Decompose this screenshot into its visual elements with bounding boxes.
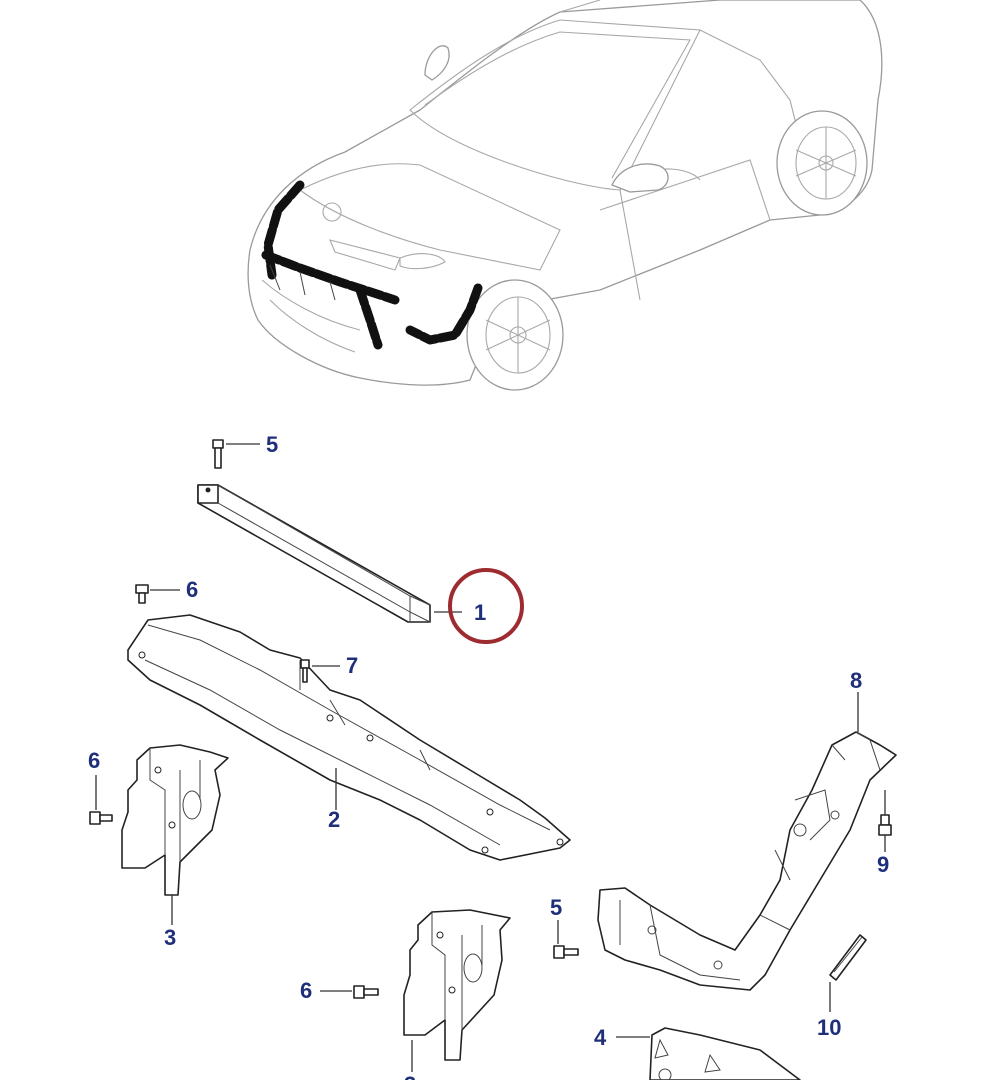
part-8-side-frame[interactable] bbox=[597, 731, 897, 991]
callout-3-left[interactable]: 3 bbox=[164, 925, 176, 950]
callout-4[interactable]: 4 bbox=[594, 1025, 607, 1050]
part-7-stud[interactable] bbox=[300, 659, 310, 683]
callout-8[interactable]: 8 bbox=[850, 668, 862, 693]
callout-6-right[interactable]: 6 bbox=[300, 978, 312, 1003]
part-10-seal[interactable] bbox=[829, 934, 867, 981]
callout-10[interactable]: 10 bbox=[817, 1015, 841, 1040]
part-9-clip[interactable] bbox=[878, 814, 892, 836]
callout-7[interactable]: 7 bbox=[346, 653, 358, 678]
callout-labels: 1 5 6 7 2 6 3 6 3 5 8 9 10 4 bbox=[88, 432, 889, 1080]
callout-6-left[interactable]: 6 bbox=[88, 748, 100, 773]
part-3-bracket-left[interactable] bbox=[121, 744, 229, 896]
callout-5-upper[interactable]: 5 bbox=[266, 432, 278, 457]
part-5-bolt-lower[interactable] bbox=[553, 945, 579, 959]
callout-2[interactable]: 2 bbox=[328, 807, 340, 832]
callout-9[interactable]: 9 bbox=[877, 852, 889, 877]
callout-5-lower[interactable]: 5 bbox=[550, 895, 562, 920]
part-6-bolt-right[interactable] bbox=[353, 985, 379, 999]
callout-3-right[interactable]: 3 bbox=[404, 1072, 416, 1080]
callout-1[interactable]: 1 bbox=[474, 600, 486, 625]
part-2-lower-crossmember[interactable] bbox=[127, 614, 571, 861]
part-6-bolt-top[interactable] bbox=[135, 584, 149, 604]
callout-6-top[interactable]: 6 bbox=[186, 577, 198, 602]
part-5-bolt-upper[interactable] bbox=[212, 439, 224, 469]
leader-lines bbox=[95, 443, 886, 1072]
highlight-ring bbox=[448, 568, 524, 644]
part-3-bracket-right[interactable] bbox=[403, 909, 511, 1061]
part-6-bolt-left[interactable] bbox=[89, 811, 113, 825]
part-1-crossmember-bar[interactable] bbox=[197, 484, 431, 623]
vehicle-overview bbox=[247, 0, 883, 391]
part-4-panel[interactable] bbox=[649, 1027, 801, 1080]
